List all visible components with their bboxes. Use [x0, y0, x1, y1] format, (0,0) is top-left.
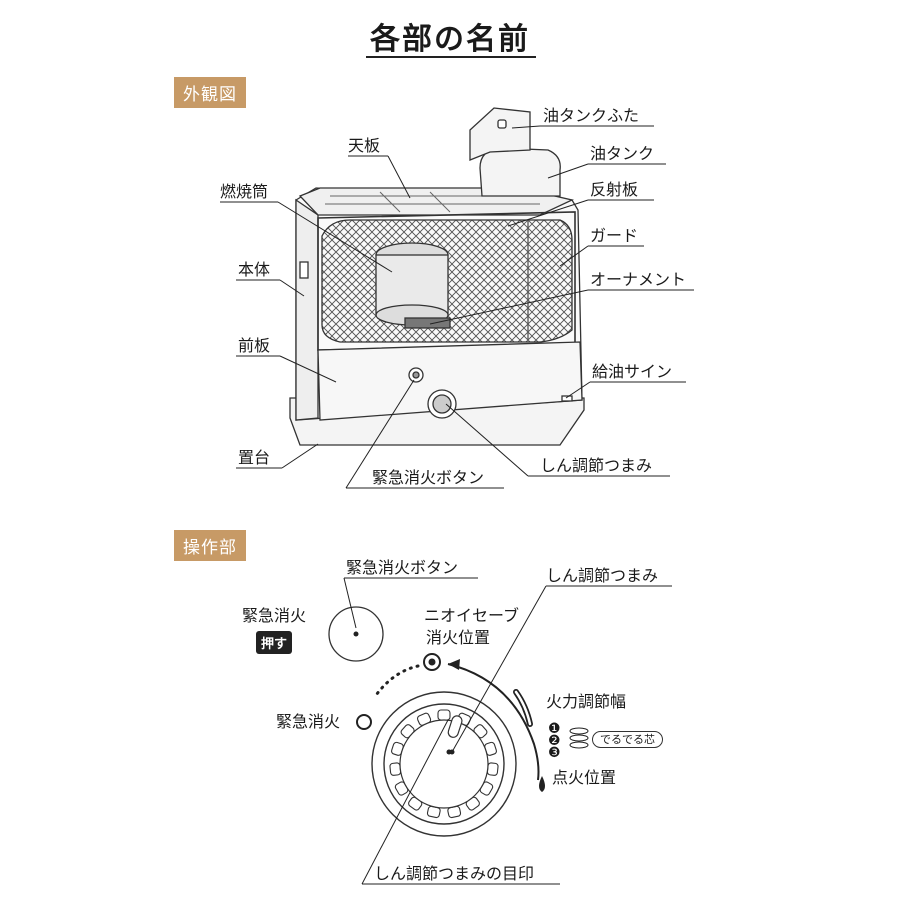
- controls-leaders: [361, 585, 672, 885]
- label-front-panel: 前板: [238, 336, 271, 355]
- label-wick-knob: しん調節つまみ: [540, 456, 653, 475]
- label-top-plate: 天板: [348, 136, 381, 155]
- label-ctrl-wick-knob: しん調節つまみ: [546, 566, 659, 585]
- label-combustion-tube: 燃焼筒: [220, 182, 269, 201]
- step-3-badge: ❸: [548, 745, 561, 761]
- label-base: 置台: [238, 448, 271, 467]
- label-ignition: 点火位置: [552, 768, 617, 787]
- section-tag-controls: 操作部: [174, 530, 246, 561]
- push-badge: 押す: [256, 631, 293, 654]
- label-oil-tank-lid: 油タンクふた: [543, 106, 640, 125]
- label-ctrl-emergency-button: 緊急消火ボタン: [346, 558, 459, 577]
- label-emergency-caption: 緊急消火: [242, 606, 307, 625]
- label-extinguish: 緊急消火: [276, 712, 341, 731]
- label-ornament: オーナメント: [590, 270, 687, 289]
- section-tag-exterior: 外観図: [174, 77, 246, 108]
- flame-icon: [539, 776, 545, 792]
- title-underline: [366, 56, 536, 58]
- step-1-badge: ❶: [548, 721, 561, 737]
- label-reflector: 反射板: [590, 180, 639, 199]
- label-flame-range: 火力調節幅: [546, 692, 627, 711]
- step-2-badge: ❷: [548, 733, 561, 749]
- label-emergency-button: 緊急消火ボタン: [372, 468, 485, 487]
- derude-badge: でるでる芯: [592, 731, 663, 748]
- heater-illustration: [289, 107, 585, 446]
- label-guard: ガード: [590, 226, 639, 245]
- label-knob-mark: しん調節つまみの目印: [374, 864, 535, 883]
- derude-wick-icon: [569, 727, 589, 749]
- page-title: 各部の名前: [370, 22, 530, 57]
- label-refuel-sign: 給油サイン: [592, 362, 673, 381]
- label-odor-save: ニオイセーブ: [424, 606, 520, 625]
- label-odor-save-position: 消火位置: [426, 628, 491, 647]
- exterior-leaders: [220, 125, 694, 489]
- label-oil-tank: 油タンク: [590, 144, 655, 163]
- label-body: 本体: [238, 260, 271, 279]
